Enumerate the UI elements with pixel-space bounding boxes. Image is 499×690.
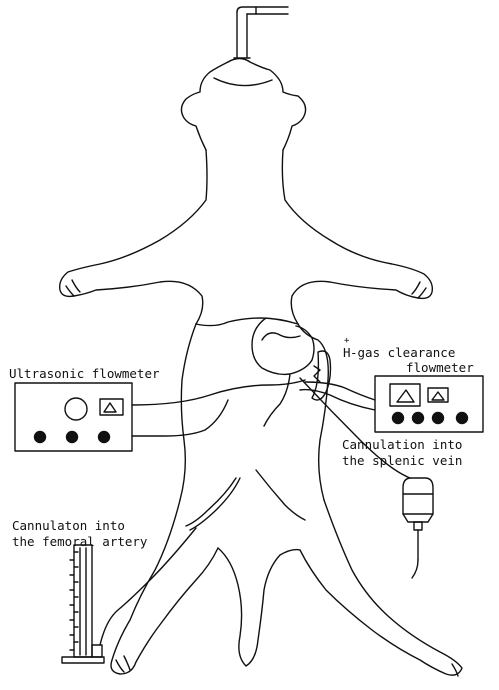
connecting-tubes	[100, 378, 418, 645]
splenic-vein-label-line1: Cannulation into	[342, 438, 462, 452]
h2-superscript: +	[344, 336, 349, 346]
h2-gas-clearance-label: -gas clearance	[350, 346, 455, 360]
tracheal-tube	[234, 7, 288, 58]
femoral-artery-label-line1: Cannulaton into	[12, 519, 125, 533]
infusion-bottle	[403, 478, 433, 560]
splenic-vein-label-line2: the splenic vein	[342, 454, 462, 468]
abdominal-organs	[252, 318, 331, 426]
manometer	[62, 545, 104, 663]
femoral-artery-label-line2: the femoral artery	[12, 535, 147, 549]
ultrasonic-flowmeter-label: Ultrasonic flowmeter	[9, 367, 160, 381]
ultrasonic-flowmeter-device	[15, 383, 132, 451]
h2-flowmeter-label: flowmeter	[406, 361, 474, 375]
h2-gas-clearance-flowmeter-device	[375, 376, 483, 432]
